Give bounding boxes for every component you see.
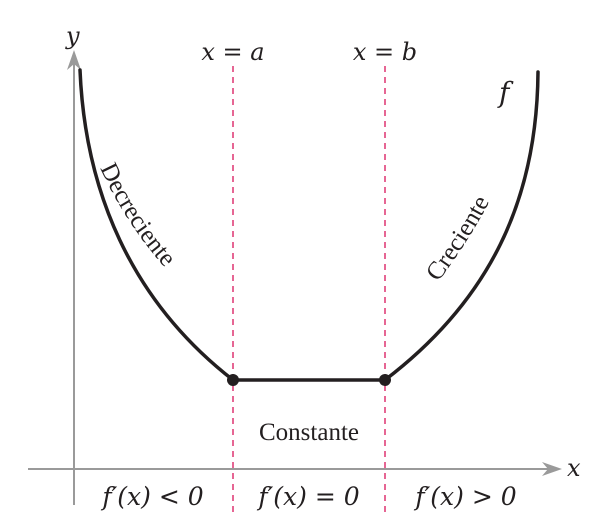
decreasing-curve xyxy=(78,68,235,382)
derivative-positive-label: f′(x) > 0 xyxy=(413,482,516,511)
derivative-negative-label: f′(x) < 0 xyxy=(100,482,203,511)
function-label: f xyxy=(497,76,514,109)
point-b xyxy=(379,374,391,386)
x-axis-arrow-icon xyxy=(542,462,562,476)
y-axis-label: y xyxy=(65,22,80,50)
y-axis-arrow-icon xyxy=(67,50,81,70)
constant-label: Constante xyxy=(259,419,359,446)
line-a-label: x = a xyxy=(201,38,264,66)
point-a xyxy=(227,374,239,386)
x-axis-label: x xyxy=(567,454,581,482)
derivative-zero-label: f′(x) = 0 xyxy=(256,482,359,511)
line-b-label: x = b xyxy=(353,38,417,66)
increasing-curve xyxy=(383,70,540,382)
